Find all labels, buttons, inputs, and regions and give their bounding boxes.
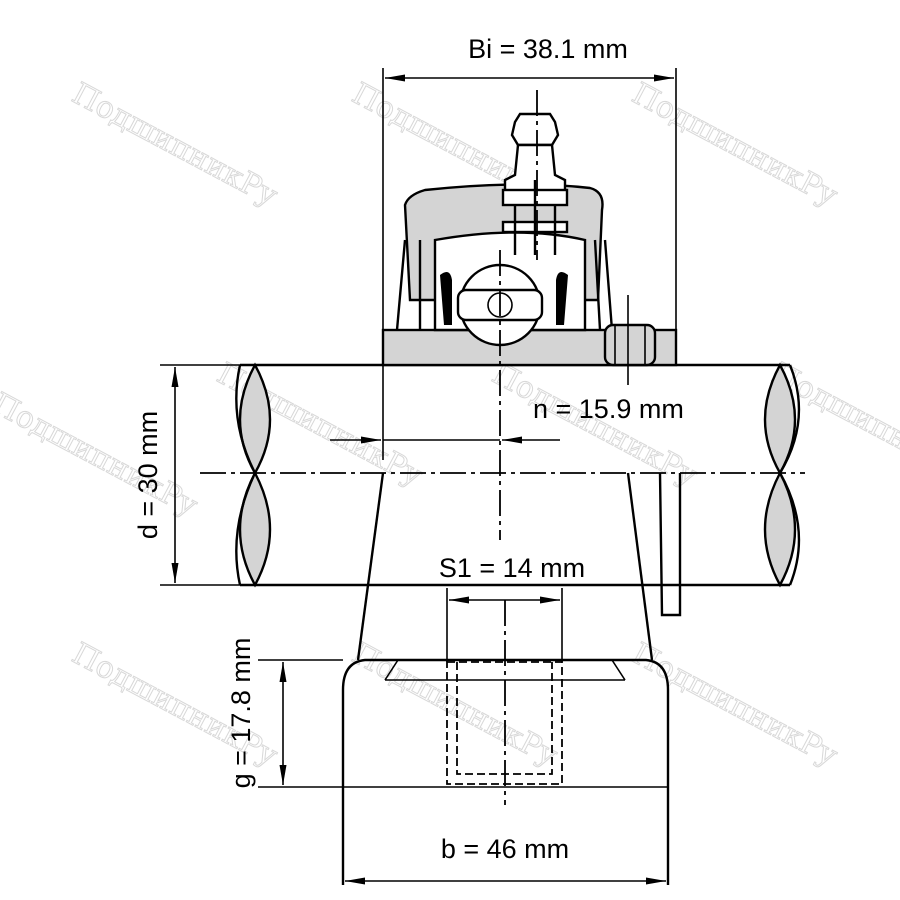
dimension-label-s1: S1 = 14 mm — [439, 553, 585, 583]
dimension-bi: Bi = 38.1 mm — [382, 34, 677, 365]
dimension-label-b: b = 46 mm — [441, 834, 569, 864]
watermark: ПодшипникРу — [626, 76, 843, 214]
dimension-label-bi: Bi = 38.1 mm — [468, 34, 628, 64]
dimension-label-g: g = 17.8 mm — [226, 638, 256, 789]
watermark: ПодшипникРу — [0, 386, 204, 524]
grease-nipple — [501, 112, 569, 255]
dimension-label-n: n = 15.9 mm — [533, 394, 684, 424]
dimension-s1: S1 = 14 mm — [439, 553, 585, 662]
watermark: ПодшипникРу — [626, 636, 843, 774]
watermark: ПодшипникРу — [66, 76, 283, 214]
dimension-g: g = 17.8 mm — [226, 638, 668, 789]
dimension-n: n = 15.9 mm — [330, 365, 684, 460]
dimension-d: d = 30 mm — [133, 364, 240, 586]
shaft — [200, 362, 805, 588]
dimension-label-d: d = 30 mm — [133, 411, 163, 539]
watermark: ПодшипникРу — [346, 636, 563, 774]
dimension-b: b = 46 mm — [345, 834, 666, 885]
bearing-insert-head — [381, 112, 678, 385]
